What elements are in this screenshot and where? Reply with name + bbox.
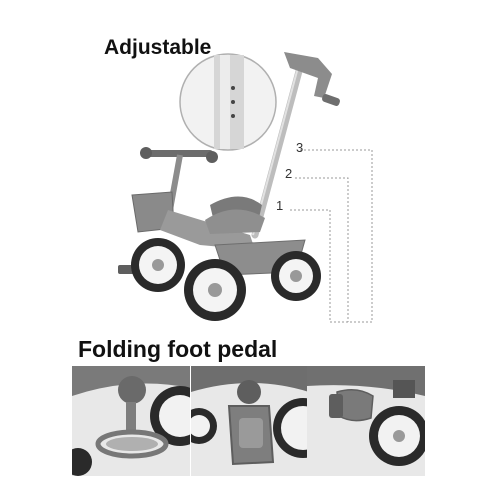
height-step-3: 3 [296, 140, 304, 155]
height-step-1: 1 [276, 198, 284, 213]
tricycle-illustration [118, 52, 373, 323]
pedal-photo-unfolded [72, 366, 190, 476]
push-handle [251, 52, 340, 239]
adjustable-heading: Adjustable [104, 36, 212, 59]
height-guide-lines [290, 149, 373, 323]
zoom-detail-circle [179, 53, 277, 151]
pedal-photo-folded [191, 366, 309, 476]
height-step-2: 2 [285, 166, 293, 181]
tricycle-wheels [131, 238, 321, 321]
folding-heading: Folding foot pedal [78, 336, 278, 362]
pedal-photo-stowed [307, 366, 425, 476]
